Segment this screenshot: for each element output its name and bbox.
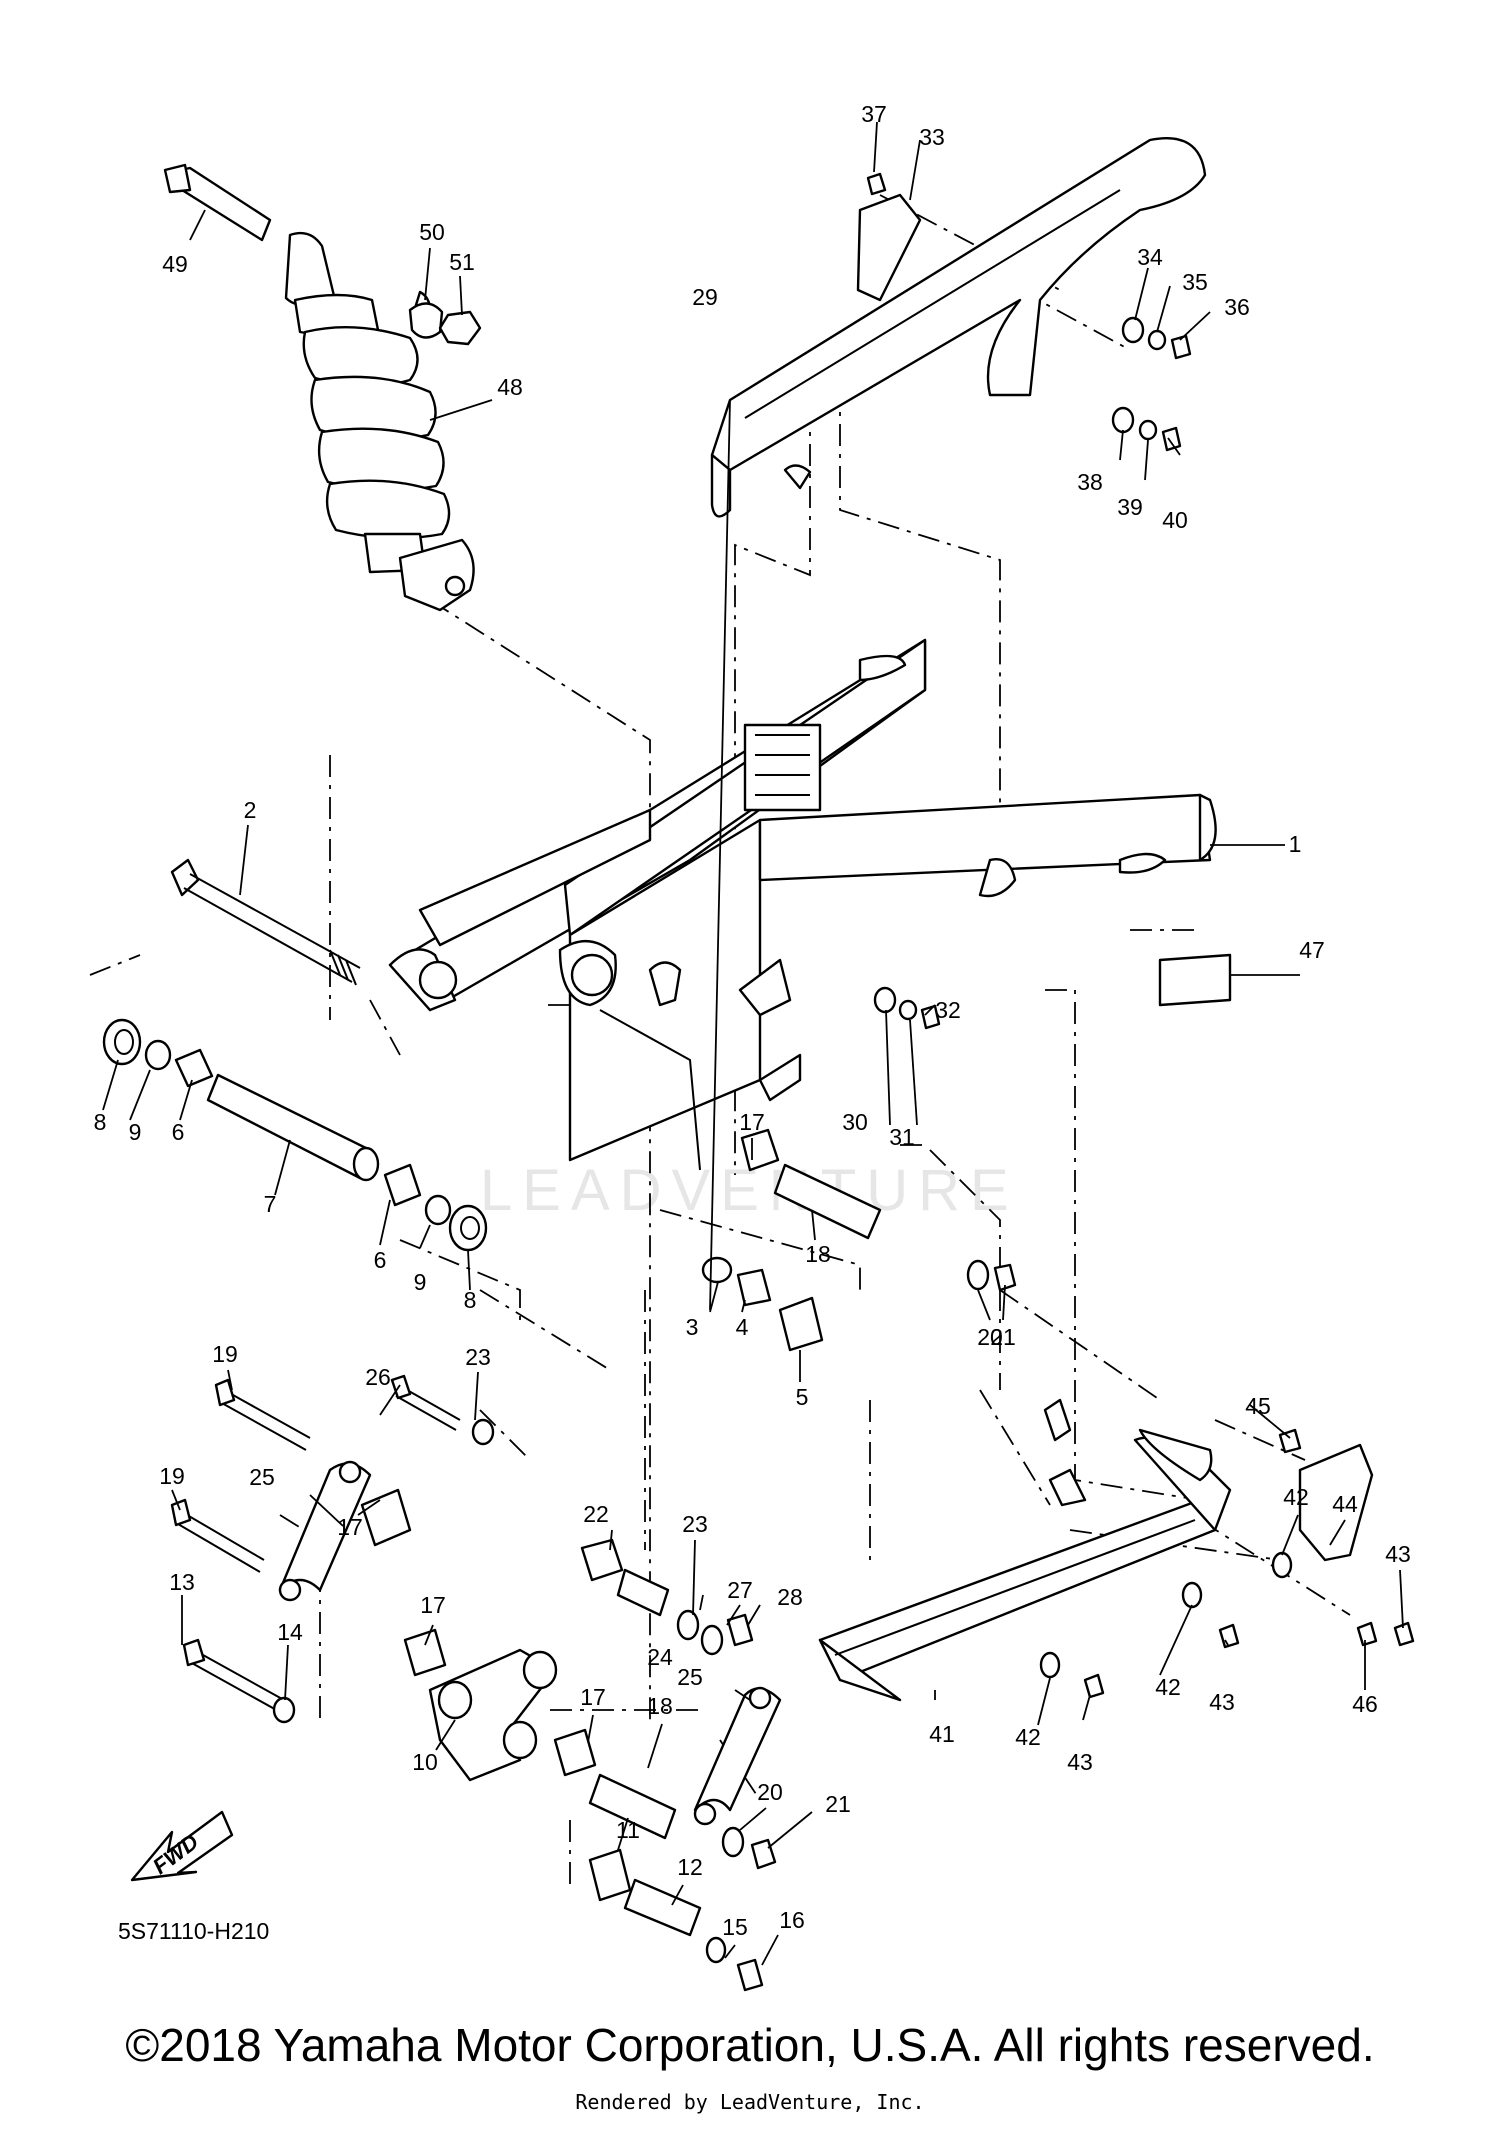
callout-9a: 9 [129,1119,142,1145]
callout-42c: 42 [1015,1724,1041,1750]
callout-40: 40 [1162,507,1188,533]
relay-arm [428,1538,782,1992]
callout-1: 1 [1289,831,1302,857]
callout-37: 37 [861,101,887,127]
chain-case [710,137,1207,518]
callout-21a: 21 [990,1324,1016,1350]
pivot-shaft [170,858,361,986]
callout-8b: 8 [464,1287,477,1313]
callout-23b: 23 [682,1511,708,1537]
diagram-code: 5S71110-H210 [118,1918,270,1944]
callout-28: 28 [777,1584,803,1610]
callout-24: 24 [647,1644,673,1670]
callout-25a: 25 [249,1464,275,1490]
callout-17d: 17 [580,1684,606,1710]
callout-9b: 9 [414,1269,427,1295]
callout-32: 32 [935,997,961,1023]
callout-13: 13 [169,1569,195,1595]
callout-12: 12 [677,1854,703,1880]
relay-link-bolts [170,1374,495,1724]
relay-arm-bearings [701,1128,1017,1352]
callout-26: 26 [365,1364,391,1390]
callout-16: 16 [779,1907,805,1933]
callout-51: 51 [449,249,475,275]
callout-6a: 6 [172,1119,185,1145]
callout-43a: 43 [1385,1541,1411,1567]
label-plate [1158,953,1232,1007]
callout-46: 46 [1352,1691,1378,1717]
callout-18a: 18 [805,1241,831,1267]
callout-labels: 1 2 3 4 5 6 6 7 8 8 9 9 10 11 12 13 14 1… [94,101,1411,1940]
rear-shock-absorber [163,163,475,612]
callout-4: 4 [736,1314,749,1340]
callout-48: 48 [497,374,523,400]
callout-36: 36 [1224,294,1250,320]
callout-29: 29 [692,284,718,310]
callout-31: 31 [889,1124,915,1150]
callout-2: 2 [244,797,257,823]
callout-50: 50 [419,219,445,245]
callout-21b: 21 [825,1791,851,1817]
callout-30: 30 [842,1109,868,1135]
callout-11: 11 [616,1817,640,1843]
leader-lines [102,121,1404,1966]
callout-20b: 20 [757,1779,783,1805]
callout-49: 49 [162,251,188,277]
callout-42b: 42 [1155,1674,1181,1700]
callout-41: 41 [929,1721,955,1747]
alignment-lines [89,194,1351,1890]
callout-7: 7 [264,1191,277,1217]
callout-18b: 18 [647,1693,673,1719]
callout-5: 5 [796,1384,809,1410]
copyright-notice: ©2018 Yamaha Motor Corporation, U.S.A. A… [125,2019,1375,2071]
callout-17a: 17 [739,1109,765,1135]
callout-10: 10 [412,1749,438,1775]
callout-27: 27 [727,1577,753,1603]
callout-44: 44 [1332,1491,1358,1517]
callout-20a: 20 [977,1324,1003,1350]
fwd-arrow-icon: FWD [130,1810,234,1882]
callout-43b: 43 [1209,1689,1235,1715]
callout-17b: 17 [337,1514,363,1540]
callout-39: 39 [1117,494,1143,520]
chain-case-fasteners [866,172,1192,1030]
callout-42a: 42 [1283,1484,1309,1510]
callout-23a: 23 [465,1344,491,1370]
rendered-by-notice: Rendered by LeadVenture, Inc. [575,2090,925,2114]
callout-47: 47 [1299,937,1325,963]
swingarm-bearings [102,1018,488,1252]
callout-19b: 19 [159,1463,185,1489]
callout-22: 22 [583,1501,609,1527]
rear-arm [388,638,1217,1171]
callout-33: 33 [919,124,945,150]
callout-15: 15 [722,1914,748,1940]
collar [408,302,444,339]
callout-43c: 43 [1067,1749,1093,1775]
callout-25b: 25 [677,1664,703,1690]
chain-guard [818,1398,1415,1702]
callout-38: 38 [1077,469,1103,495]
callout-34: 34 [1137,244,1163,270]
callout-14: 14 [277,1619,303,1645]
callout-3: 3 [686,1314,699,1340]
callout-35: 35 [1182,269,1208,295]
callout-45: 45 [1245,1393,1271,1419]
watermark-text: LEADVENTURE [480,1158,1019,1223]
callout-17c: 17 [420,1592,446,1618]
callout-19a: 19 [212,1341,238,1367]
nut [438,310,482,346]
callout-8a: 8 [94,1109,107,1135]
callout-6b: 6 [374,1247,387,1273]
